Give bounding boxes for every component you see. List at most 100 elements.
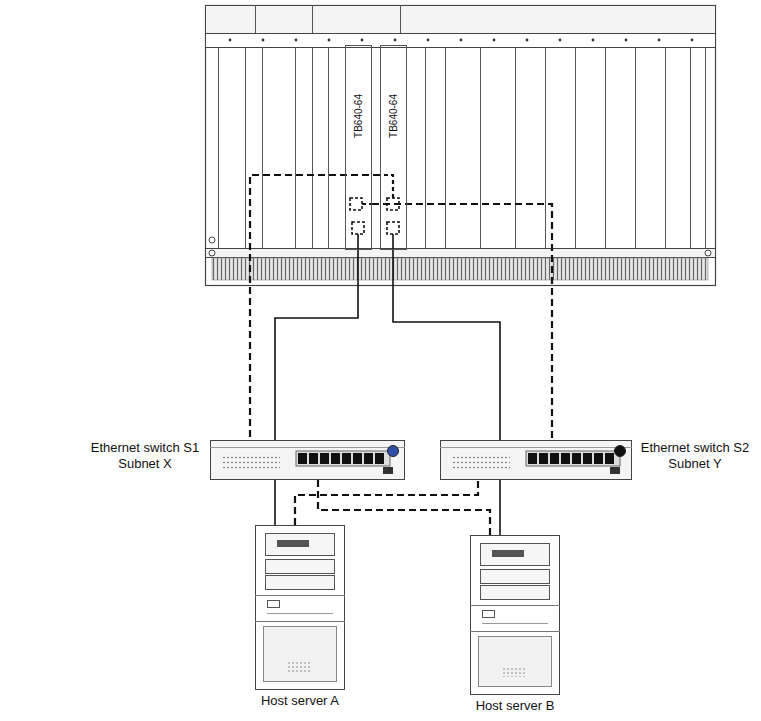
slot-line	[635, 48, 636, 248]
drive-bay	[481, 544, 550, 566]
front-grille	[264, 627, 337, 682]
rj45-port	[342, 453, 351, 464]
label-group: Host server B	[445, 698, 585, 714]
slot-line	[245, 48, 246, 248]
rj45-port	[605, 453, 614, 464]
slot-line	[705, 48, 706, 248]
rj45-port	[572, 453, 581, 464]
server-symbol	[470, 535, 560, 695]
band-divider	[255, 5, 256, 33]
slot-line	[480, 48, 481, 248]
rj45-port	[583, 453, 592, 464]
backup-cable	[295, 480, 478, 525]
drive-bay	[266, 534, 335, 556]
slot-line	[665, 48, 666, 248]
slot-line	[262, 48, 263, 248]
slot-line	[690, 48, 691, 248]
rj45-port	[550, 453, 559, 464]
panel-line	[267, 613, 333, 614]
server-case	[256, 526, 345, 690]
rj45-port	[594, 453, 603, 464]
chassis-screw	[705, 250, 711, 256]
switch-edge	[440, 447, 632, 448]
rj45-port	[539, 453, 548, 464]
rj45-port	[309, 453, 318, 464]
card-slots	[219, 48, 706, 248]
server-case	[471, 536, 560, 695]
chassis-frame	[206, 6, 716, 286]
optical-slot	[277, 540, 309, 547]
port-panel	[296, 451, 390, 466]
label-group: Ethernet switch S1 Subnet X	[86, 440, 204, 471]
cable-stub	[362, 203, 372, 205]
switch-edge	[210, 447, 405, 448]
brand-badge	[615, 446, 626, 457]
primary-cable	[499, 480, 501, 535]
slot-line	[605, 48, 606, 248]
host-server: Host server A	[255, 525, 345, 690]
power-button	[268, 601, 280, 608]
optical-slot	[492, 550, 524, 557]
node-label: Host server A	[230, 693, 370, 709]
panel-line	[470, 631, 560, 632]
brand-badge	[388, 446, 399, 457]
label-group: TB640-64	[353, 94, 365, 138]
vent-grid	[288, 662, 312, 672]
front-grille	[479, 637, 552, 687]
rj45-port	[331, 453, 340, 464]
drive-bay	[266, 576, 335, 590]
line-card: TB640-64	[380, 45, 407, 250]
drive-bay	[266, 560, 335, 574]
host-server: Host server B	[470, 535, 560, 695]
switch-symbol	[210, 440, 405, 480]
port-panel	[526, 451, 620, 466]
panel-line	[482, 623, 548, 624]
chassis-sill	[206, 249, 716, 258]
rj45-port	[528, 453, 537, 464]
ethernet-switch: Ethernet switch S1 Subnet X	[210, 440, 405, 480]
vent-grid	[222, 453, 280, 471]
vent-grid	[503, 667, 527, 677]
panel-line	[255, 595, 345, 596]
drive-bay	[481, 570, 550, 584]
slot-line	[575, 48, 576, 248]
rj45-port	[364, 453, 373, 464]
rj45-port	[353, 453, 362, 464]
rj45-port	[320, 453, 329, 464]
slot-line	[545, 48, 546, 248]
slot-line	[328, 48, 329, 248]
chassis-screw	[209, 250, 215, 256]
switch-symbol	[440, 440, 632, 480]
slot-line	[425, 48, 426, 248]
label-group: Ethernet switch S2 Subnet Y	[636, 440, 754, 471]
node-label: TB640-64	[388, 94, 400, 138]
cable-stub	[380, 175, 393, 198]
chassis-screw	[209, 237, 215, 243]
label-group: Host server A	[230, 693, 370, 709]
node-label: Host server B	[445, 698, 585, 714]
rj45-port	[298, 453, 307, 464]
panel-line	[470, 605, 560, 606]
screw-row	[206, 34, 716, 48]
backup-cable	[372, 204, 552, 440]
label-group: TB640-64	[388, 94, 400, 138]
node-label: Ethernet switch S2 Subnet Y	[636, 440, 754, 471]
switch-body	[441, 441, 632, 480]
band-divider	[312, 5, 313, 33]
node-label: TB640-64	[353, 94, 365, 138]
rj45-port	[561, 453, 570, 464]
line-card: TB640-64	[345, 45, 372, 250]
vent-grid	[452, 453, 510, 471]
uplink-port	[610, 467, 620, 474]
port-symbol	[350, 198, 362, 210]
rj45-port	[375, 453, 384, 464]
node-label: Ethernet switch S1 Subnet X	[86, 440, 204, 471]
chassis-vent	[212, 258, 708, 280]
server-symbol	[255, 525, 345, 690]
primary-cable	[274, 480, 276, 525]
slot-line	[515, 48, 516, 248]
backup-cable	[250, 175, 380, 440]
slot-line	[445, 48, 446, 248]
uplink-port	[383, 467, 393, 474]
drive-bay	[481, 586, 550, 600]
